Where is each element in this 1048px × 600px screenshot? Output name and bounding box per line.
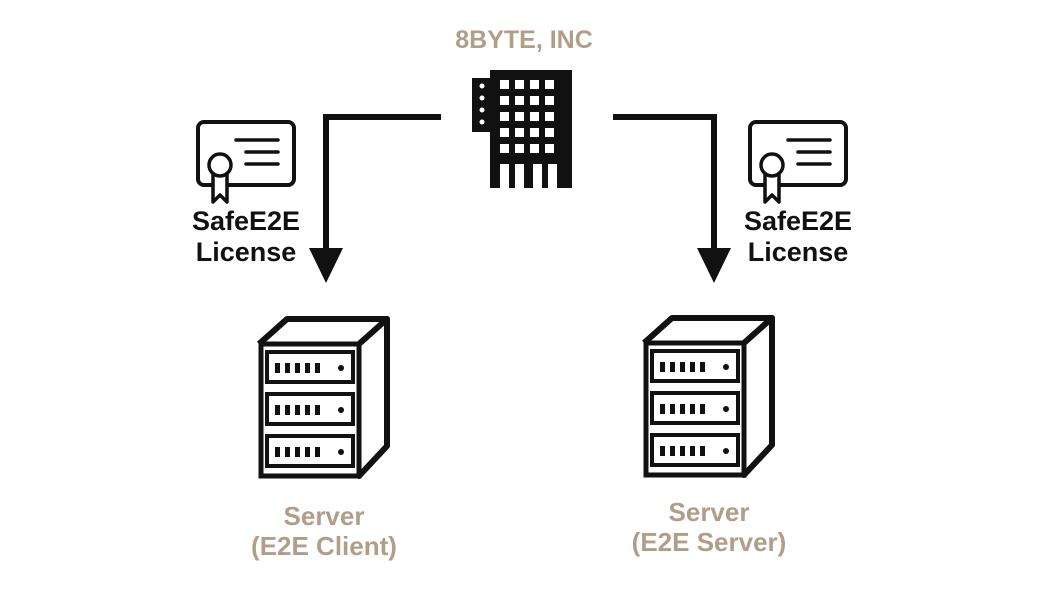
certificate-icon xyxy=(196,120,296,204)
license-title: SafeE2E xyxy=(191,206,301,236)
server-label-server: Server (E2E Server) xyxy=(589,497,829,558)
server-rack-icon xyxy=(259,319,387,476)
server-title: Server xyxy=(283,501,365,531)
server-title: Server xyxy=(668,497,750,527)
license-subtitle: License xyxy=(195,237,297,268)
license-subtitle: License xyxy=(747,237,849,268)
building-icon xyxy=(472,70,572,188)
company-name: 8BYTE, INC xyxy=(455,26,593,54)
server-role: (E2E Server) xyxy=(631,526,787,557)
server-role: (E2E Client) xyxy=(251,530,397,561)
license-label-right: SafeE2E License xyxy=(713,206,883,268)
license-label-left: SafeE2E License xyxy=(161,206,331,268)
server-label-client: Server (E2E Client) xyxy=(204,501,444,562)
license-title: SafeE2E xyxy=(743,206,853,236)
arrow-down-icon xyxy=(309,114,441,283)
arrow-down-icon xyxy=(613,114,731,283)
server-rack-icon xyxy=(644,318,772,475)
certificate-icon xyxy=(748,120,848,204)
